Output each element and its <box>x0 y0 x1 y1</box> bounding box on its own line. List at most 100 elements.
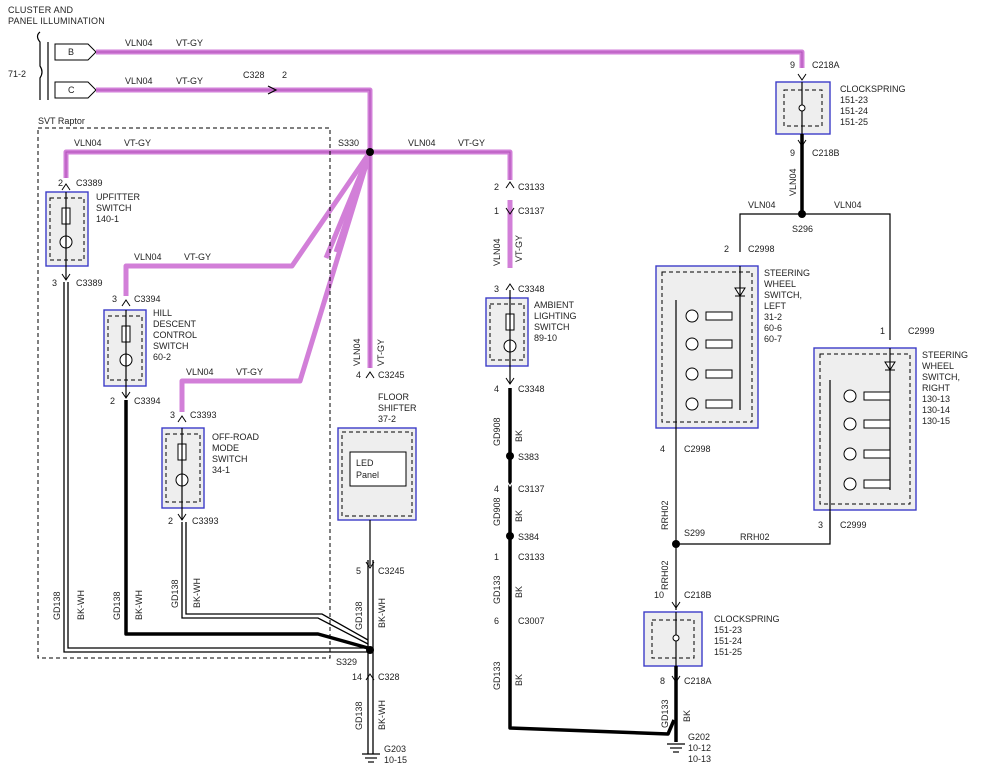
component-label: SWITCH, <box>922 372 960 382</box>
component-label: CLOCKSPRING <box>714 614 780 624</box>
steering-switch-left: 2 C2998 STEERING WHEEL SWITCH, LEFT 31-2… <box>655 244 810 460</box>
connector-arrow-icon <box>121 299 131 307</box>
pin-label: 3 <box>52 278 57 288</box>
pin-label: 1 <box>880 326 885 336</box>
connector-arrow-icon <box>177 415 187 423</box>
pin-label: 8 <box>660 676 665 686</box>
pin-label: 1 <box>494 552 499 562</box>
component-label: 140-1 <box>96 214 119 224</box>
connector-arrow-icon <box>61 273 71 281</box>
ground-g202: G202 10-12 10-13 <box>667 732 711 764</box>
wire-label: BK <box>514 430 524 442</box>
component-label: 60-7 <box>764 334 782 344</box>
connector-label: C3393 <box>190 410 217 420</box>
splice-label-s296: S296 <box>792 224 813 234</box>
wire-label: VLN04 <box>408 138 436 148</box>
wire-label: BK-WH <box>76 590 86 620</box>
wire-label: GD908 <box>492 417 502 446</box>
connector-label: C3245 <box>378 566 405 576</box>
connector-label: C3133 <box>518 182 545 192</box>
component-label: 37-2 <box>378 414 396 424</box>
connector-label: C3133 <box>518 552 545 562</box>
connector-arrow-icon <box>365 371 375 379</box>
wire-label: VLN04 <box>74 138 102 148</box>
connector-label: C3393 <box>192 516 219 526</box>
ground-g203: G203 10-15 <box>362 744 407 765</box>
pin-label: 10 <box>654 590 664 600</box>
connector-label: C3007 <box>518 616 545 626</box>
ground-label: 10-13 <box>688 754 711 764</box>
pin-label: 4 <box>494 484 499 494</box>
splice-label-s299: S299 <box>684 528 705 538</box>
region-label: SVT Raptor <box>38 116 85 126</box>
vln04-wires <box>63 49 805 412</box>
wire-label: VLN04 <box>834 200 862 210</box>
pin-label: 3 <box>494 284 499 294</box>
component-label: WHEEL <box>764 279 796 289</box>
connector-label: C3245 <box>378 370 405 380</box>
pin-c-label: C <box>68 85 75 95</box>
wire-label: VLN04 <box>492 238 502 266</box>
component-label: 130-13 <box>922 394 950 404</box>
connector-label: C2999 <box>908 326 935 336</box>
wire-label: BK-WH <box>377 598 387 628</box>
component-label: SWITCH <box>212 454 248 464</box>
ground-label: 10-15 <box>384 755 407 765</box>
component-label: 130-15 <box>922 416 950 426</box>
pin-label: 14 <box>352 672 362 682</box>
pin-label: 1 <box>494 206 499 216</box>
wire-label: BK <box>514 510 524 522</box>
wire-label: VT-GY <box>236 367 263 377</box>
wire-label: RRH02 <box>660 560 670 590</box>
wire-label: GD138 <box>112 591 122 620</box>
component-label: CLOCKSPRING <box>840 84 906 94</box>
header-ref: 71-2 <box>8 69 26 79</box>
wire-label: RRH02 <box>740 532 770 542</box>
component-label: 151-25 <box>714 647 742 657</box>
component-label: 60-6 <box>764 323 782 333</box>
floor-shifter: 4 C3245 FLOOR SHIFTER 37-2 LED Panel 5 C… <box>337 370 417 576</box>
splice-node-s299 <box>672 540 680 548</box>
wire-label: VLN04 <box>125 76 153 86</box>
arrow-icon <box>267 85 278 95</box>
connector-label: C328 <box>378 672 400 682</box>
component-label: DESCENT <box>153 319 197 329</box>
component-label: SHIFTER <box>378 403 417 413</box>
component-label: 151-23 <box>840 95 868 105</box>
splice-node-s384 <box>506 532 514 540</box>
bracket-icon <box>36 31 43 100</box>
wire-label: VLN04 <box>186 367 214 377</box>
wire-label: GD138 <box>354 601 364 630</box>
component-label: SWITCH <box>153 341 189 351</box>
connector-label: C3137 <box>518 206 545 216</box>
connector-arrow-icon <box>671 601 681 609</box>
ground-label: G203 <box>384 744 406 754</box>
wire-label: GD138 <box>52 591 62 620</box>
off-road-switch: 3 C3393 2 C3393 OFF-ROAD MODE SWITCH 34-… <box>161 410 259 526</box>
pin-label: 5 <box>356 566 361 576</box>
component-label: 89-10 <box>534 333 557 343</box>
wire-label: VLN04 <box>788 168 798 196</box>
connector-arrow-icon <box>365 561 375 569</box>
pin-label: 2 <box>494 182 499 192</box>
pin-label: 2 <box>110 396 115 406</box>
splice-node-s329 <box>366 646 374 654</box>
splice-label-s330: S330 <box>338 138 359 148</box>
wire-label: GD138 <box>354 701 364 730</box>
component-label: OFF-ROAD <box>212 432 259 442</box>
connector-arrow-icon <box>797 73 807 81</box>
wire-label: GD908 <box>492 497 502 526</box>
wire-label: VT-GY <box>514 235 524 262</box>
clockspring-bottom: 10 C218B CLOCKSPRING 151-23 151-24 151-2… <box>643 590 780 686</box>
splice-label: S383 <box>518 452 539 462</box>
connector-label: C3348 <box>518 284 545 294</box>
wire-label: VT-GY <box>376 339 386 366</box>
component-label: SWITCH, <box>764 290 802 300</box>
pin-b-label: B <box>68 47 74 57</box>
component-label: Panel <box>356 470 379 480</box>
wire-label: BK-WH <box>192 578 202 608</box>
component-label: STEERING <box>764 268 810 278</box>
splice-node-s383 <box>506 452 514 460</box>
c328-top-label: C328 <box>243 70 265 80</box>
wire-label: GD133 <box>492 575 502 604</box>
